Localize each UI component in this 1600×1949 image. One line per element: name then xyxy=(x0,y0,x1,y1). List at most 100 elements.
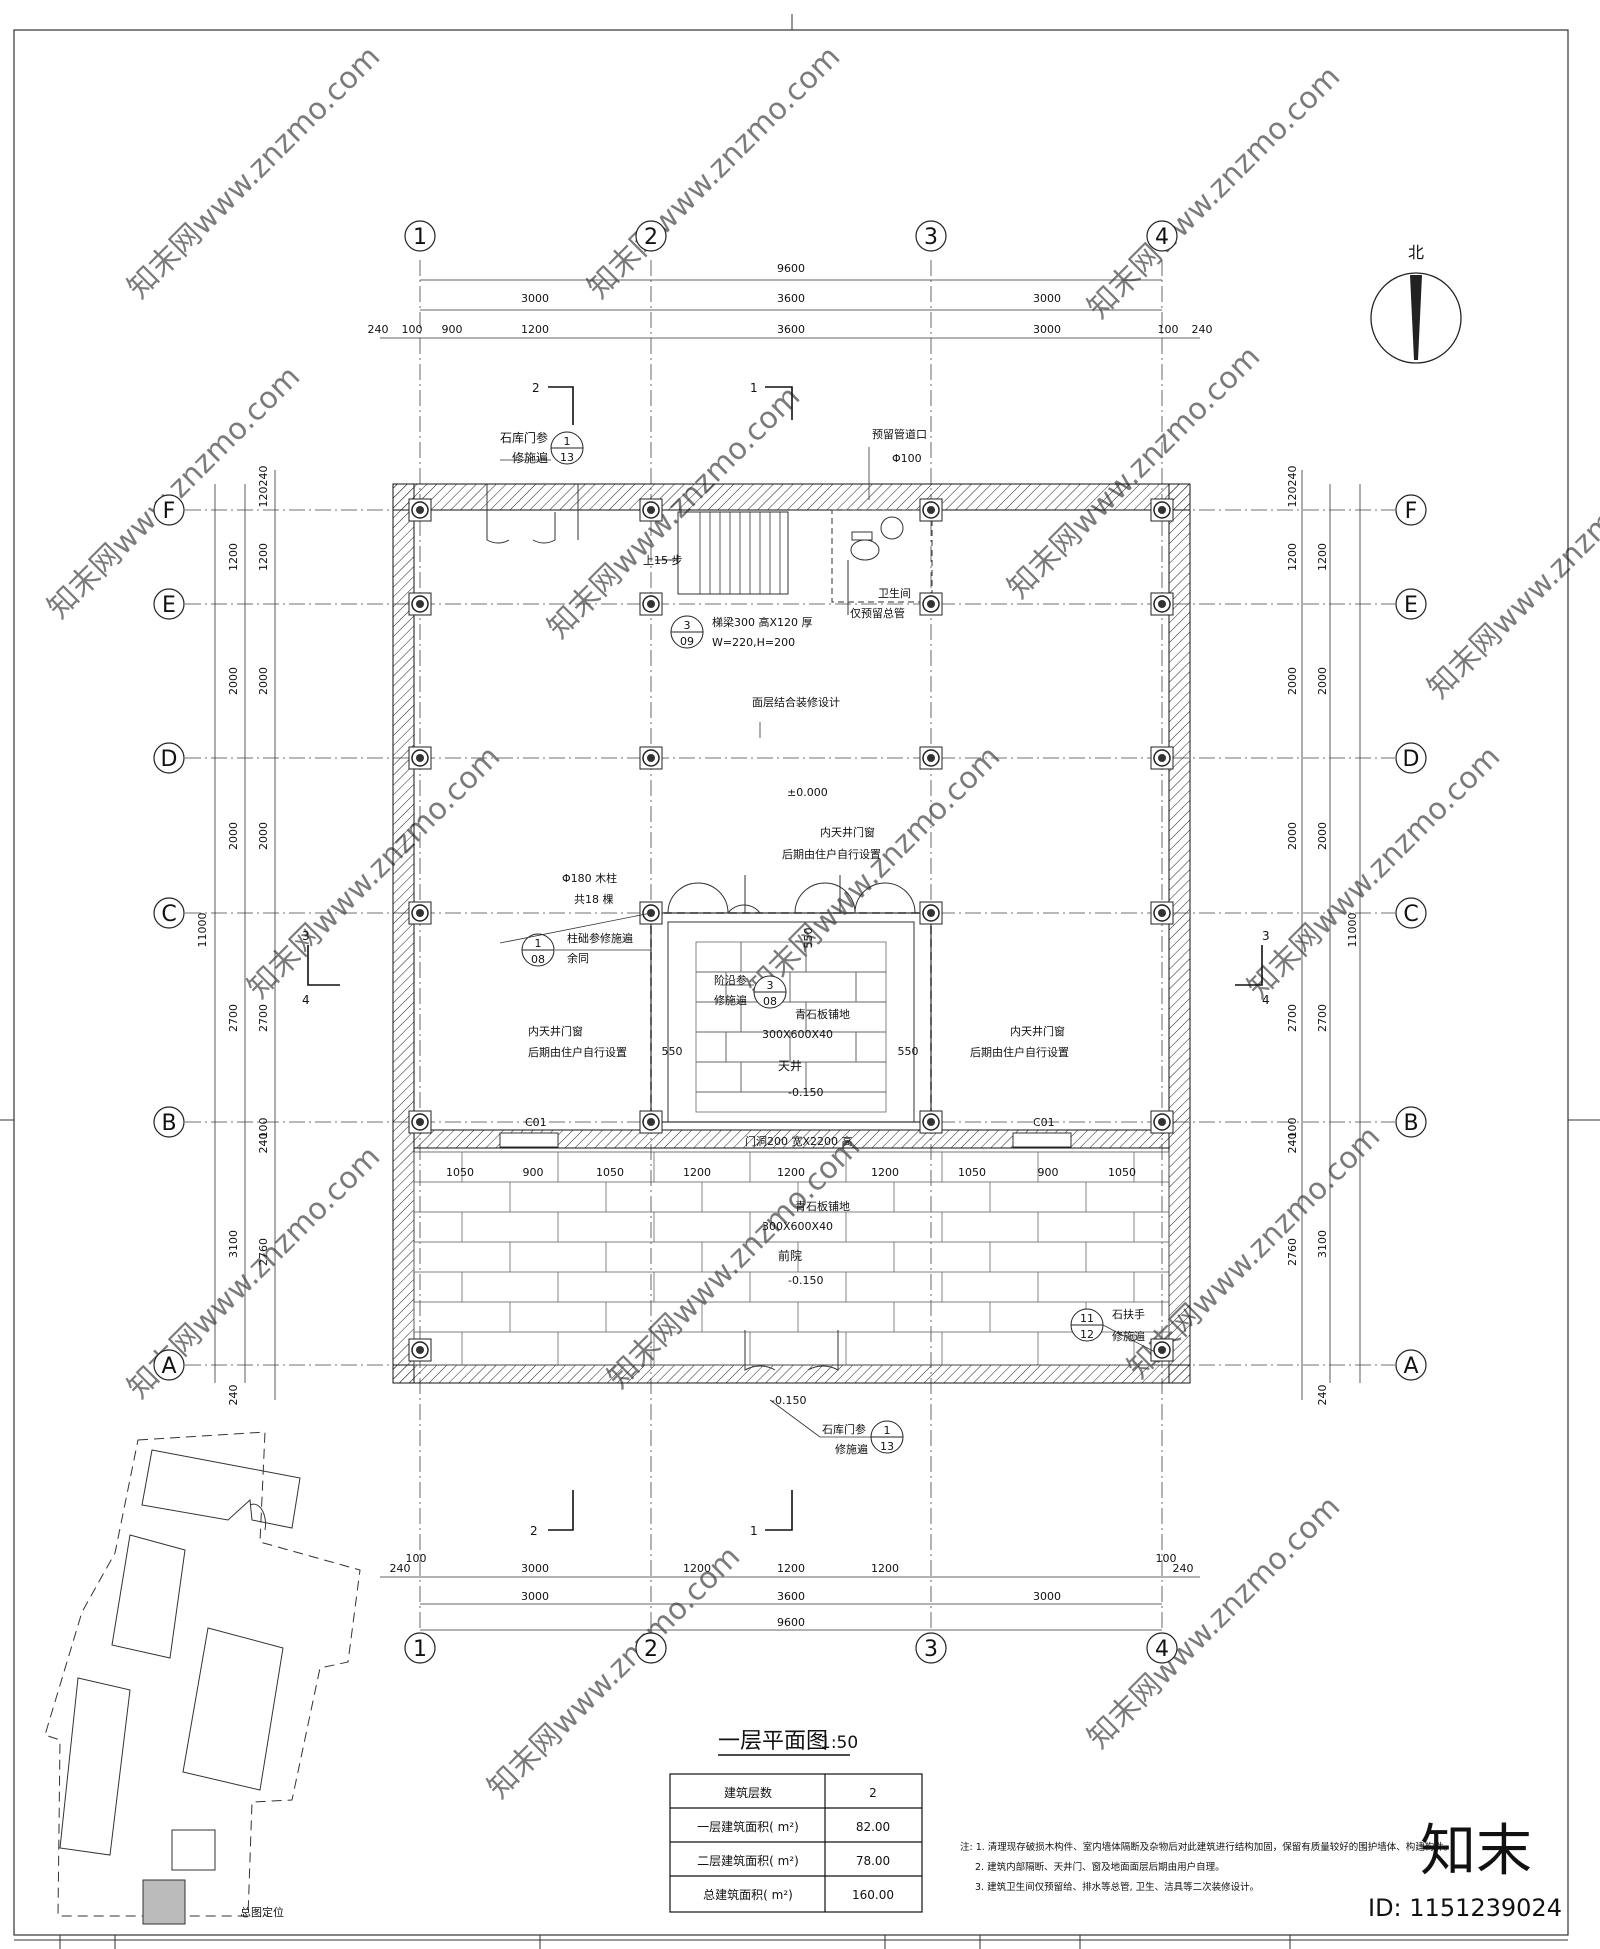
dim-top-d4: 1200 xyxy=(521,323,549,336)
dim-top-d6: 3000 xyxy=(1033,323,1061,336)
note-wood-column: Φ180 木柱 xyxy=(562,871,617,885)
watermark-text: 知末网www.znzmo.com xyxy=(121,39,387,305)
note-column-base: 柱础参修施遍 xyxy=(567,931,633,945)
note-left-patio-door-2: 后期由住户自行设置 xyxy=(528,1045,627,1059)
dim-yard-6: 1200 xyxy=(871,1166,899,1179)
dim-left-d9: 2760 xyxy=(257,1238,270,1266)
dim-right-d7: 100 xyxy=(1286,1118,1299,1139)
axis-bubble-row-F-left: F xyxy=(153,494,185,526)
note-blue-stone-size: 300X600X40 xyxy=(762,1028,833,1041)
dim-top-main-1: 3000 xyxy=(521,292,549,305)
axis-label: 4 xyxy=(1155,225,1169,250)
exterior-walls xyxy=(392,483,1191,1384)
note-floor-finish: 面层结合装修设计 xyxy=(752,695,840,709)
note-right-patio-door: 内天井门窗 xyxy=(1010,1024,1065,1038)
dim-left-d3: 1200 xyxy=(257,543,270,571)
note-patio-door-2: 后期由住户自行设置 xyxy=(782,847,881,861)
note-step-2: 修施遍 xyxy=(714,993,747,1007)
leader-lines xyxy=(499,447,1156,1438)
drawing-title: 一层平面图 xyxy=(718,1729,828,1754)
note-column-base-2: 余同 xyxy=(567,951,589,965)
axis-label: B xyxy=(161,1111,176,1136)
dim-right-main-1: 1200 xyxy=(1316,543,1329,571)
dim-bot-main-3: 3000 xyxy=(1033,1590,1061,1603)
doors xyxy=(486,484,1072,1371)
table-label-total: 总建筑面积( m²) xyxy=(703,1887,793,1902)
section-num-left-b: 4 xyxy=(302,993,310,1007)
reference-bubbles xyxy=(521,431,1104,1454)
dim-bot-d5: 1200 xyxy=(777,1562,805,1575)
ref-1-13-top-a: 1 xyxy=(564,435,571,448)
dim-top-d7: 100 xyxy=(1158,323,1179,336)
axis-label: 4 xyxy=(1155,1637,1169,1662)
watermark-text: 知末网www.znzmo.com xyxy=(241,739,507,1005)
section-markers xyxy=(307,386,1263,1531)
column xyxy=(1150,498,1174,522)
column xyxy=(919,901,943,925)
column xyxy=(408,901,432,925)
dim-yard-5: 1200 xyxy=(777,1166,805,1179)
ref-11-12-a: 11 xyxy=(1080,1312,1094,1325)
axis-bubble-row-C-right: C xyxy=(1395,897,1427,929)
window-c01-left: C01 xyxy=(525,1116,547,1129)
axis-label: D xyxy=(161,747,178,772)
column xyxy=(639,498,663,522)
note-step: 阶沿参 xyxy=(714,973,747,987)
section-num-right-b: 4 xyxy=(1262,993,1270,1007)
stair xyxy=(655,511,789,595)
note-door-size: 门洞200 宽X2200 高 xyxy=(745,1134,853,1148)
ref-3-09-b: 09 xyxy=(680,635,694,648)
title-strip xyxy=(14,1935,1568,1949)
dim-bot-d1: 240 xyxy=(390,1562,411,1575)
note-line-3: 3. 建筑卫生间仅预留给、排水等总管, 卫生、洁具等二次装修设计。 xyxy=(975,1881,1259,1893)
ref-1-13-bot-a: 1 xyxy=(884,1424,891,1437)
dim-yard-7: 1050 xyxy=(958,1166,986,1179)
axis-label: 1 xyxy=(413,1637,427,1662)
dim-right-main-5: 3100 xyxy=(1316,1230,1329,1258)
dim-bot-d4: 1200 xyxy=(683,1562,711,1575)
dim-550-left: 550 xyxy=(662,1045,683,1058)
dim-left-main-4: 2700 xyxy=(227,1004,240,1032)
note-stone-door-bot-2: 修施遍 xyxy=(835,1442,868,1456)
dim-top-main-2: 3600 xyxy=(777,292,805,305)
dim-yard-4: 1200 xyxy=(683,1166,711,1179)
axis-bubble-col-4-top: 4 xyxy=(1146,220,1178,252)
dim-bot-main-1: 3000 xyxy=(521,1590,549,1603)
note-line-1: 注: 1. 清理现存破损木构件、室内墙体隔断及杂物后对此建筑进行结构加固，保留有… xyxy=(960,1841,1453,1853)
label-site-plan: 总图定位 xyxy=(240,1905,284,1919)
axis-label: 2 xyxy=(644,1637,658,1662)
column xyxy=(1150,1338,1174,1362)
table-value-total: 160.00 xyxy=(852,1888,894,1902)
watermark-text: 知末网www.znzmo.com xyxy=(741,739,1007,1005)
note-stone-door-bot: 石库门参 xyxy=(822,1422,866,1436)
axis-label: E xyxy=(162,593,176,618)
note-wood-column-2: 共18 棵 xyxy=(574,892,614,906)
dim-550-top: 550 xyxy=(802,928,815,949)
note-line-2: 2. 建筑内部隔断、天井门、窗及地面面层后期由用户自理。 xyxy=(975,1861,1225,1873)
axis-label: A xyxy=(1403,1354,1418,1379)
section-num-top-mid: 1 xyxy=(750,381,758,395)
table-label-f2: 二层建筑面积( m²) xyxy=(697,1853,799,1868)
column xyxy=(408,1110,432,1134)
axis-bubble-row-B-left: B xyxy=(153,1106,185,1138)
note-toilet: 卫生间 xyxy=(878,586,911,600)
axis-label: 3 xyxy=(924,225,938,250)
axis-bubble-row-E-right: E xyxy=(1395,588,1427,620)
level-entry: -0.150 xyxy=(771,1394,806,1407)
column xyxy=(919,498,943,522)
site-plan-sketch xyxy=(44,1431,361,1925)
axis-bubble-col-1-top: 1 xyxy=(404,220,436,252)
level-patio: -0.150 xyxy=(788,1086,823,1099)
section-num-bot-left: 2 xyxy=(530,1524,538,1538)
dim-bot-d3: 3000 xyxy=(521,1562,549,1575)
ref-1-13-top-b: 13 xyxy=(560,451,574,464)
column xyxy=(1150,592,1174,616)
dim-bot-main-2: 3600 xyxy=(777,1590,805,1603)
table-value-floors: 2 xyxy=(869,1786,877,1800)
dim-top-d5: 3600 xyxy=(777,323,805,336)
axis-label: C xyxy=(1403,902,1418,927)
dim-left-main-2: 2000 xyxy=(227,667,240,695)
dim-left-d7: 100 xyxy=(257,1118,270,1139)
dim-right-d3: 1200 xyxy=(1286,543,1299,571)
